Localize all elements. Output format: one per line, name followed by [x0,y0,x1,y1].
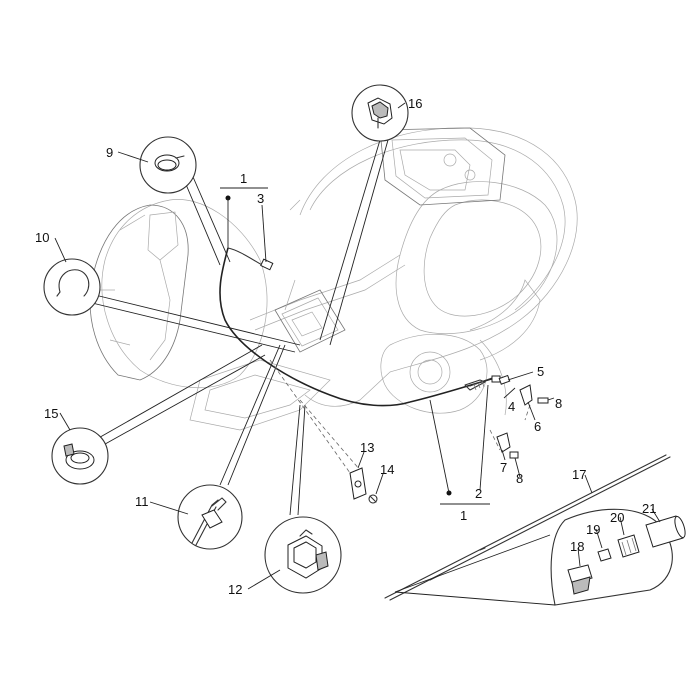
callout-21: 21 [642,501,656,516]
callout-17: 17 [572,467,586,482]
callout-16: 16 [408,96,422,111]
callout-11: 11 [135,494,149,509]
detail-circle-9 [139,136,197,194]
detail-circle-16 [351,84,409,142]
callout-18: 18 [570,539,584,554]
part-14-screw [368,494,378,504]
leader-lines [87,139,531,516]
callout-10: 10 [35,230,49,245]
detail-panel-18-21 [394,508,686,606]
detail-circle-15 [51,427,109,485]
callout-14: 14 [380,462,394,477]
callout-8-lower: 8 [516,471,523,486]
callout-12: 12 [228,582,242,597]
scooter-body [89,127,578,431]
callout-leaders [54,102,661,590]
callout-3: 3 [257,191,264,206]
callout-1-top: 1 [240,171,247,186]
cable-assembly-top [219,247,411,407]
detail-circle-11 [177,484,243,550]
callout-8-upper: 8 [555,396,562,411]
cables [219,247,533,453]
callout-labels: 1 3 16 9 10 5 4 8 6 7 8 15 13 14 2 1 17 … [35,96,656,597]
callout-15: 15 [44,406,58,421]
callout-4: 4 [508,399,515,414]
callout-20: 20 [610,510,624,525]
part-13-bracket [349,467,367,500]
callout-7: 7 [500,460,507,475]
detail-circle-12 [264,516,342,594]
callout-2: 2 [475,486,482,501]
detail-circle-10 [43,258,101,316]
callout-9: 9 [106,145,113,160]
callout-5: 5 [537,364,544,379]
part-8-bolts [509,397,549,459]
callout-13: 13 [360,440,374,455]
callout-1-bottom: 1 [460,508,467,523]
callout-6: 6 [534,419,541,434]
callout-19: 19 [586,522,600,537]
